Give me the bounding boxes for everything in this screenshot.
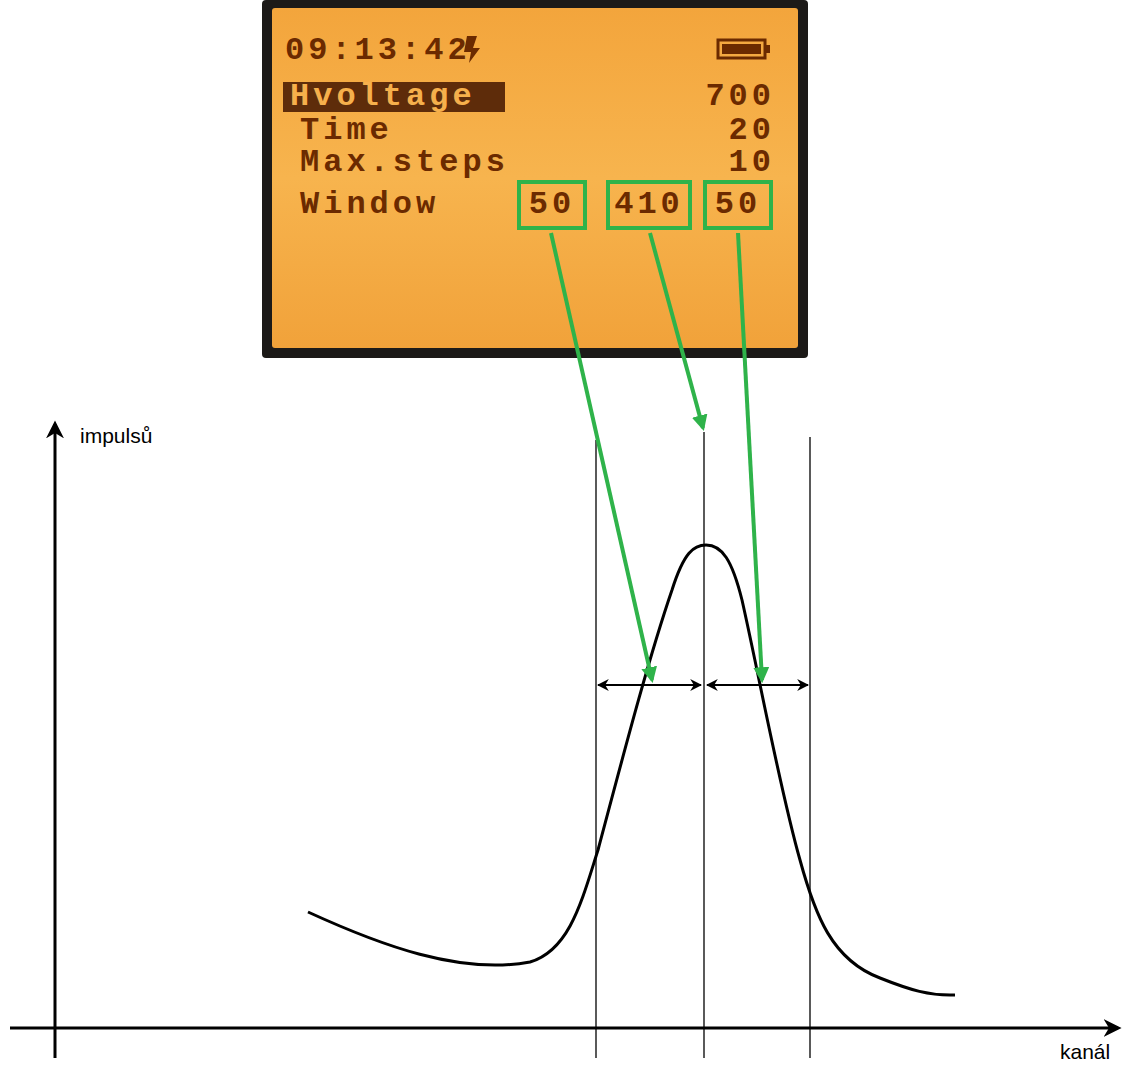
battery-symbol <box>718 40 765 58</box>
window-lower-line <box>595 440 596 1058</box>
window-value: 410 <box>614 190 684 220</box>
menu-value: 700 <box>705 82 775 112</box>
clock-time: 09:13:42 <box>285 36 471 66</box>
battery-tip <box>765 45 770 53</box>
window-value: 50 <box>529 190 575 220</box>
menu-item-selected: Hvoltage <box>283 82 505 112</box>
axis-label: kanál <box>1060 1040 1110 1064</box>
battery-level <box>722 44 761 54</box>
x-axis <box>10 1027 1118 1030</box>
lower-width-arrow <box>598 684 701 686</box>
highlight-box: 50 <box>517 180 587 230</box>
highlight-box: 50 <box>703 180 773 230</box>
window-center-line <box>703 432 704 1058</box>
menu-item: Window <box>300 190 439 220</box>
y-axis <box>54 424 57 1058</box>
upper-width-arrow <box>707 684 808 686</box>
spectrum-peak <box>308 545 955 995</box>
axis-label: impulsů <box>80 424 152 448</box>
leader-arrow <box>738 233 762 680</box>
highlight-box: 410 <box>606 180 692 230</box>
menu-item: Max.steps <box>300 148 509 178</box>
menu-value: 10 <box>729 148 775 178</box>
window-upper-line <box>809 437 810 1058</box>
lcd-screen: 09:13:42Hvoltage 700Time 20Max.steps 10Wind… <box>272 8 798 348</box>
leader-arrow <box>551 233 652 680</box>
lcd-background <box>272 8 798 348</box>
menu-value: 20 <box>729 116 775 146</box>
lcd-frame <box>262 0 808 358</box>
leader-arrow <box>650 233 703 428</box>
window-value: 50 <box>715 190 761 220</box>
menu-item: Time <box>300 116 393 146</box>
